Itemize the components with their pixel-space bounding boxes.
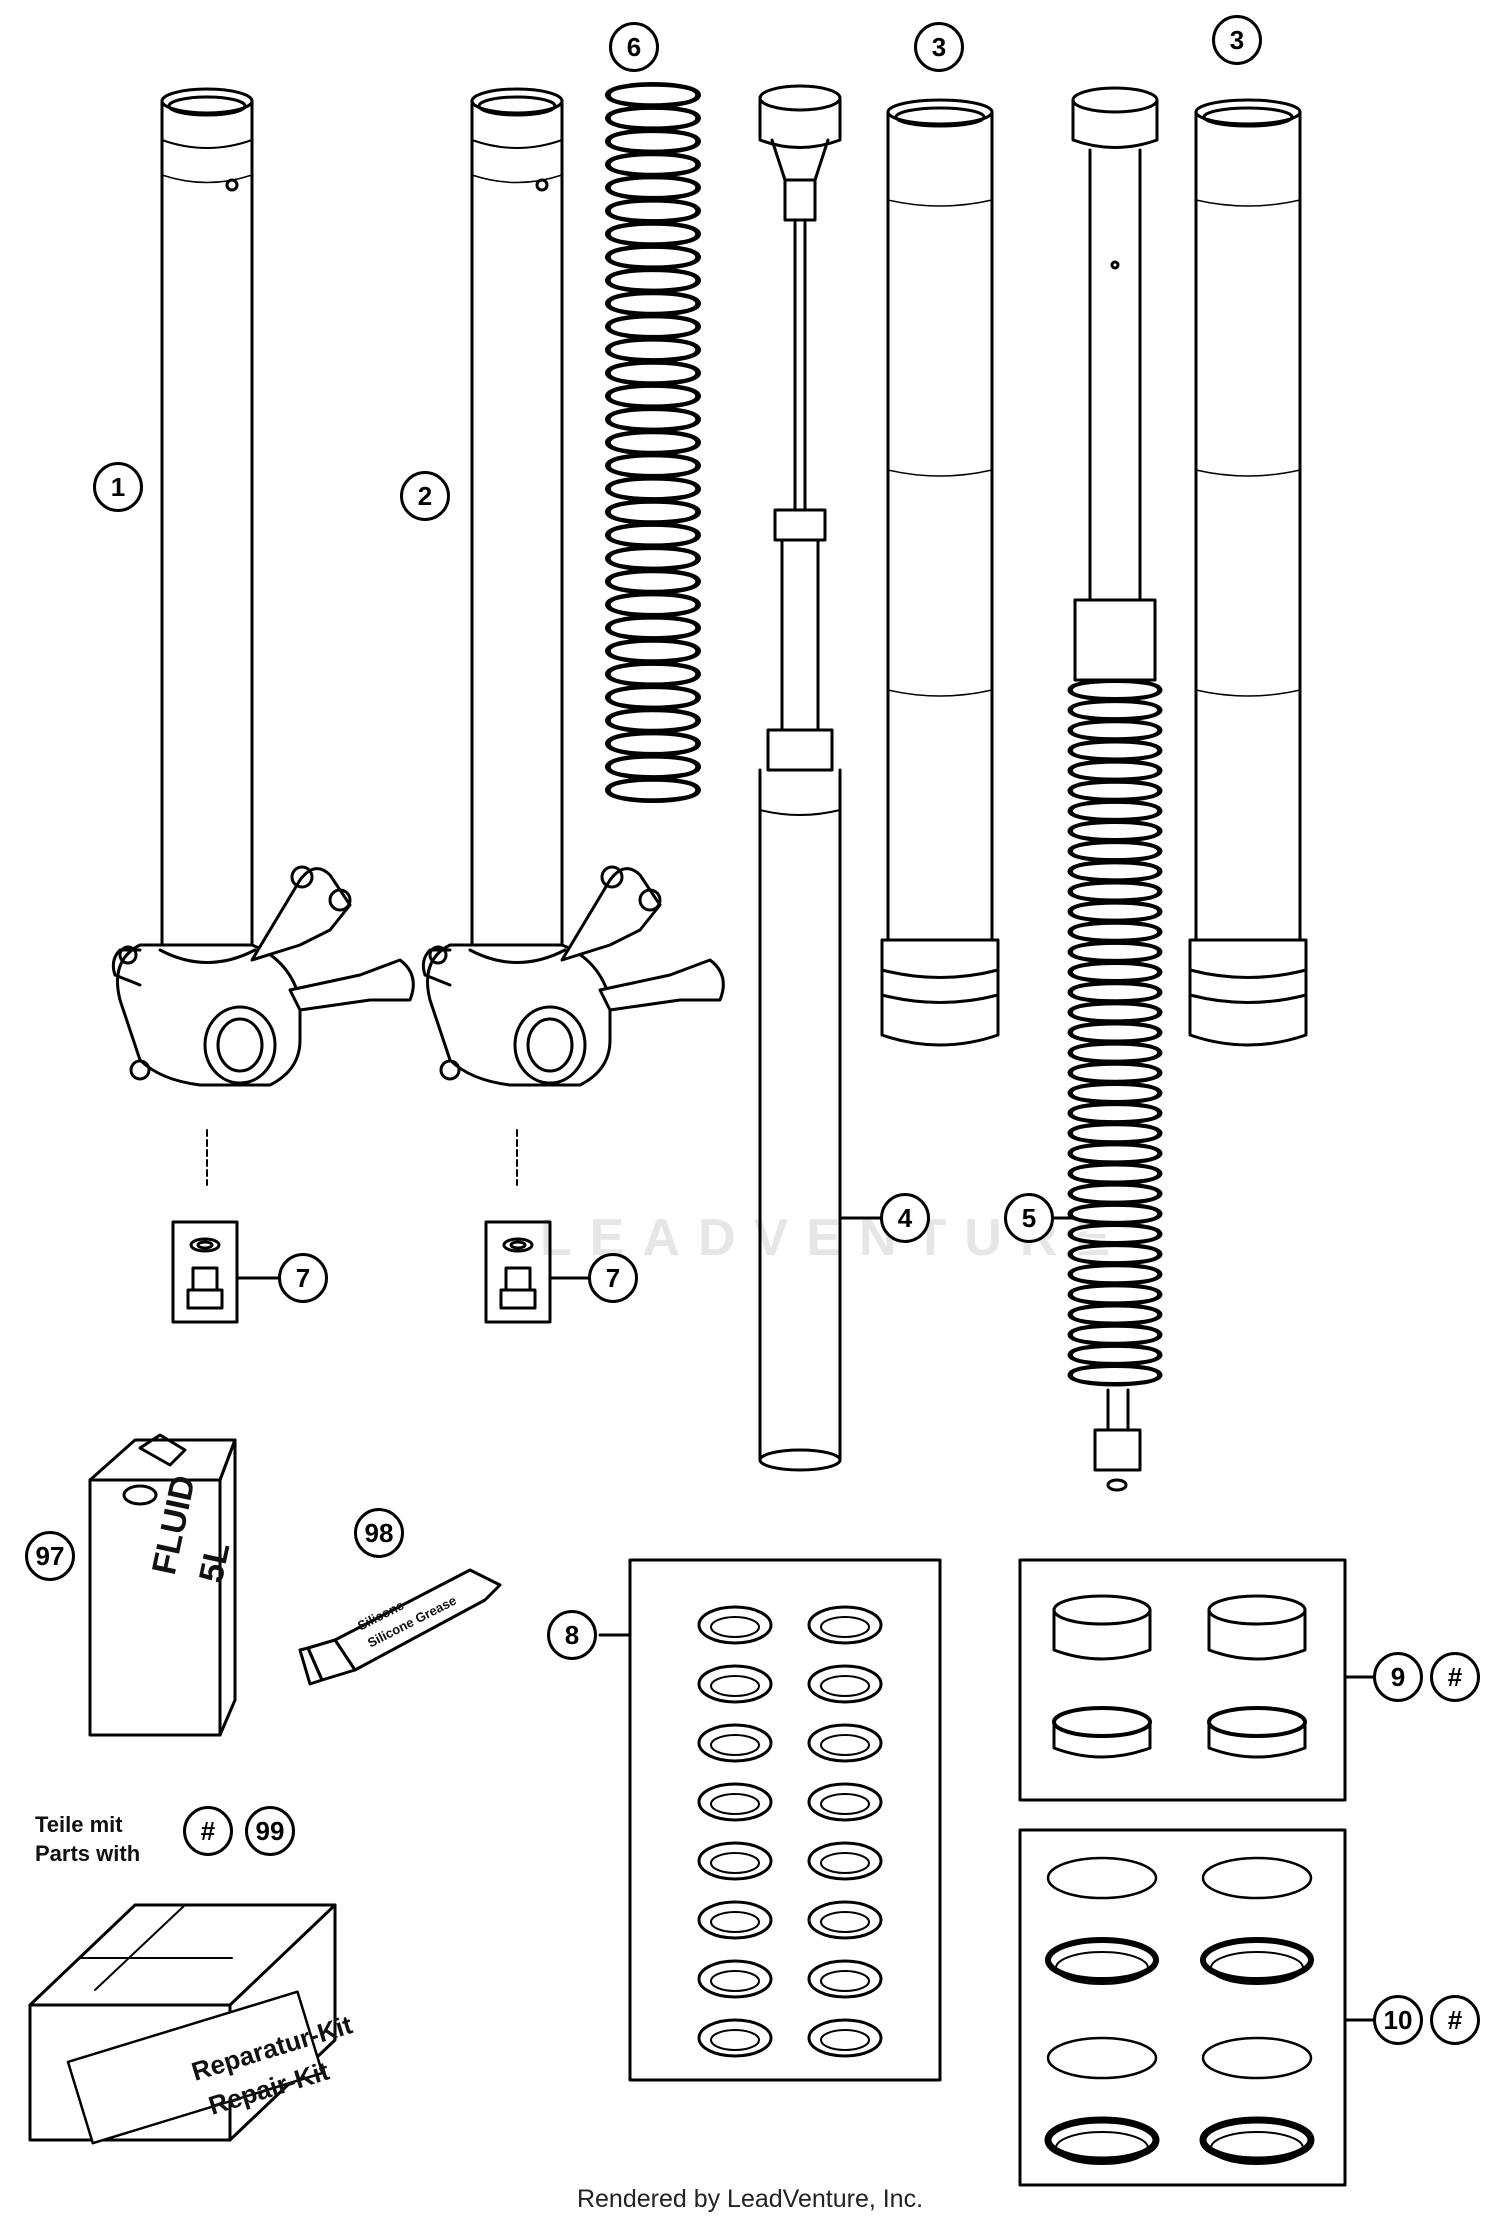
callout-4[interactable]: 4 [880,1193,930,1243]
repair-kit-box [28,1903,337,2145]
inner-tube-a [880,98,1000,1047]
callout-10[interactable]: 10 [1373,1995,1423,2045]
callout-7-right[interactable]: 7 [588,1253,638,1303]
bushing-rings-8 [697,1605,883,2058]
fluid-can-label-line2: 5L [192,1539,238,1586]
silicone-grease-tube [298,1568,502,1686]
fork-oil-can [88,1433,237,1737]
callout-1[interactable]: 1 [93,462,143,512]
damping-cartridge [758,84,884,1472]
callout-10-hash: # [1430,1995,1480,2045]
callout-3-b[interactable]: 3 [1212,15,1262,65]
spring-cartridge-assembly [1050,86,1159,1492]
callout-3-a[interactable]: 3 [914,22,964,72]
callout-2[interactable]: 2 [400,471,450,521]
callout-7-left[interactable]: 7 [278,1253,328,1303]
axle-bolt-right [484,1220,592,1324]
seals-10 [1044,1856,1315,2165]
footer-credit: Rendered by LeadVenture, Inc. [576,2185,924,2213]
callout-9[interactable]: 9 [1373,1652,1423,1702]
fork-spring [605,82,701,803]
inner-tube-b [1188,98,1308,1047]
callout-99[interactable]: 99 [245,1806,295,1856]
damper-spring [1067,678,1163,1387]
seal-kit-box-10 [1018,1828,1347,2187]
callout-98[interactable]: 98 [354,1508,404,1558]
guide-bushings-9 [1052,1594,1307,1759]
callout-8[interactable]: 8 [547,1610,597,1660]
legend-text-line2: Parts with [35,1841,141,1866]
legend-text-line1: Teile mit [35,1812,123,1837]
callout-97[interactable]: 97 [25,1531,75,1581]
callout-6[interactable]: 6 [609,22,659,72]
outer-tube-left [111,87,415,1186]
guide-bushing-box-9 [1018,1558,1347,1802]
seal-kit-box-8 [628,1558,942,2082]
axle-bolt-left [171,1220,282,1324]
outer-tube-right [421,87,725,1186]
legend-hash: # [183,1806,233,1856]
callout-5[interactable]: 5 [1004,1193,1054,1243]
callout-9-hash: # [1430,1652,1480,1702]
